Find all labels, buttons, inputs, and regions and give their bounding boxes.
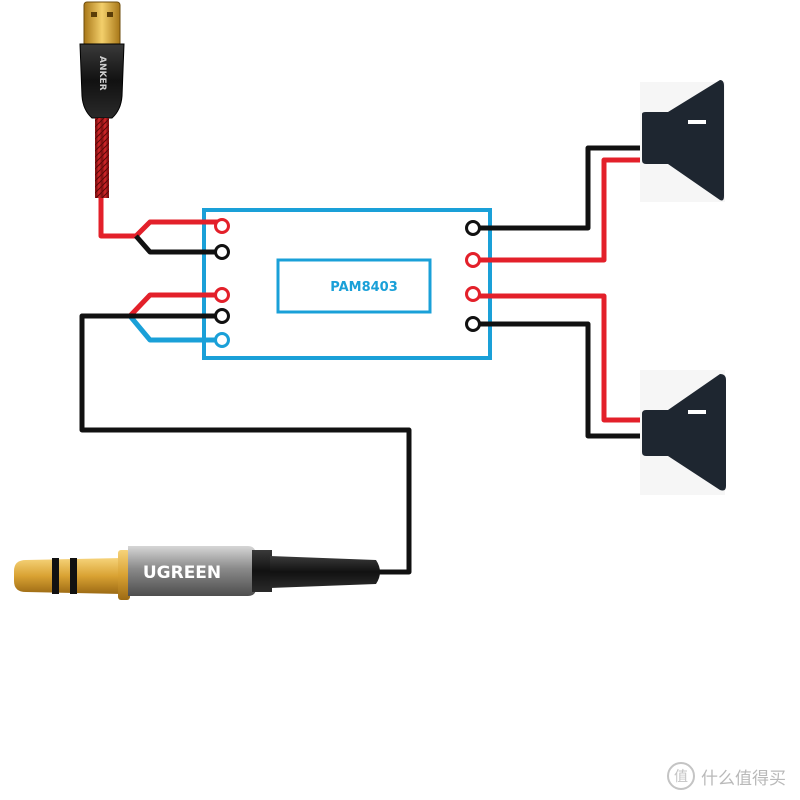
bottom-speaker-icon bbox=[642, 374, 726, 491]
plug-ring-2 bbox=[70, 558, 77, 594]
terminal-audio-right bbox=[214, 332, 230, 348]
top-speaker-red-wire bbox=[476, 157, 642, 263]
bottom-speaker-red-wire bbox=[476, 293, 644, 423]
audio-blue-wire bbox=[128, 314, 218, 343]
watermark-text: 什么值得买 bbox=[701, 768, 786, 789]
usb-connector-plug bbox=[83, 1, 121, 47]
plug-strain-relief bbox=[252, 550, 272, 592]
terminal-left-speaker-positive bbox=[465, 252, 481, 268]
top-speaker bbox=[640, 80, 725, 202]
plug-tip bbox=[14, 558, 122, 594]
audio-ground-wire bbox=[79, 313, 412, 575]
top-speaker-black-wire bbox=[476, 145, 642, 231]
top-speaker-icon bbox=[642, 80, 724, 201]
audio-plug: UGREEN bbox=[14, 546, 380, 600]
smzdm-logo-icon: 值 bbox=[667, 762, 695, 790]
terminal-audio-left bbox=[214, 287, 230, 303]
terminal-left-speaker-negative bbox=[465, 220, 481, 236]
plug-collar bbox=[118, 550, 130, 600]
output-terminals bbox=[465, 220, 481, 332]
plug-ring-1 bbox=[52, 558, 59, 594]
watermark: 值 什么值得买 bbox=[667, 762, 786, 790]
amplifier-board bbox=[202, 208, 492, 360]
bottom-speaker bbox=[640, 370, 726, 495]
terminal-power-positive bbox=[214, 218, 230, 234]
usb-cable: ANKER bbox=[79, 1, 125, 198]
usb-housing bbox=[79, 43, 125, 119]
usb-brand-text: ANKER bbox=[97, 56, 107, 91]
plug-housing bbox=[128, 546, 256, 596]
plug-brand-text: UGREEN bbox=[143, 563, 221, 583]
terminal-right-speaker-negative bbox=[465, 316, 481, 332]
terminal-power-ground bbox=[214, 244, 230, 260]
chip-outline bbox=[276, 258, 432, 314]
input-terminals bbox=[214, 218, 230, 348]
usb-black-wire bbox=[134, 234, 218, 255]
bottom-speaker-black-wire bbox=[476, 321, 644, 439]
audio-red-wire bbox=[128, 292, 218, 318]
terminal-audio-ground bbox=[214, 308, 230, 324]
terminal-right-speaker-positive bbox=[465, 286, 481, 302]
plug-cable bbox=[270, 556, 380, 588]
usb-red-wire bbox=[98, 198, 218, 239]
usb-braided-cable bbox=[95, 118, 109, 198]
chip-label: PAM8403 bbox=[330, 280, 398, 295]
